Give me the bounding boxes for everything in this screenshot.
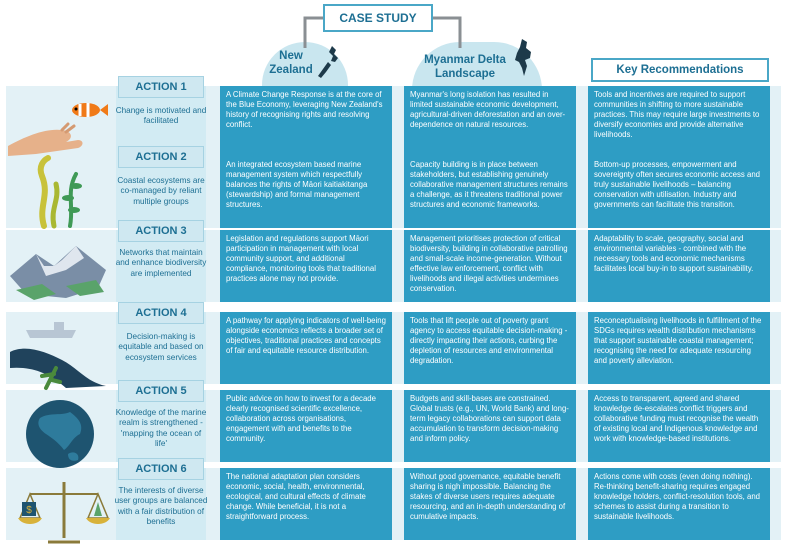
recommendation-cell: Bottom-up processes, empowerment and sov…	[588, 156, 770, 228]
new-zealand-cell: A Climate Change Response is at the core…	[220, 86, 392, 158]
new-zealand-cell: Legislation and regulations support Māor…	[220, 230, 392, 302]
action-label-band	[116, 156, 206, 228]
seaweed-icon	[37, 155, 82, 229]
recommendation-cell: Adaptability to scale, geography, social…	[588, 230, 770, 302]
action-label-band	[116, 230, 206, 302]
new-zealand-header: New Zealand	[269, 50, 313, 76]
new-zealand-cell: A pathway for applying indicators of wel…	[220, 312, 392, 384]
balance-scale-icon: $	[18, 482, 110, 544]
action-label-band	[116, 312, 206, 384]
myanmar-map-icon	[515, 39, 531, 76]
myanmar-cell: Budgets and skill-bases are constrained.…	[404, 390, 576, 462]
action-label: ACTION 6	[118, 458, 204, 480]
action-label-band	[116, 468, 206, 540]
new-zealand-cell: An integrated ecosystem based marine man…	[220, 156, 392, 228]
myanmar-cell: Capacity building is in place between st…	[404, 156, 576, 228]
ship-and-coastline-icon	[10, 322, 106, 390]
recommendation-cell: Tools and incentives are required to sup…	[588, 86, 770, 158]
action-label: ACTION 5	[118, 380, 204, 402]
action-description: Networks that maintain and enhance biodi…	[115, 248, 207, 278]
action-label: ACTION 3	[118, 220, 204, 242]
myanmar-cell: Tools that lift people out of poverty gr…	[404, 312, 576, 384]
svg-text:$: $	[26, 505, 32, 516]
new-zealand-cell: Public advice on how to invest for a dec…	[220, 390, 392, 462]
island-landscape-icon	[10, 246, 106, 300]
action-label: ACTION 1	[118, 76, 204, 98]
action-description: Knowledge of the marine realm is strengt…	[115, 408, 207, 449]
action-label: ACTION 2	[118, 146, 204, 168]
hand-with-clownfish-icon	[8, 103, 108, 156]
case-study-title: CASE STUDY	[323, 4, 433, 32]
recommendation-cell: Access to transparent, agreed and shared…	[588, 390, 770, 462]
case-study-connector	[303, 16, 462, 48]
key-recommendations-header: Key Recommendations	[591, 58, 769, 82]
myanmar-cell: Management prioritises protection of cri…	[404, 230, 576, 302]
new-zealand-map-icon	[318, 46, 338, 78]
globe-icon	[26, 400, 94, 468]
myanmar-cell: Myanmar's long isolation has resulted in…	[404, 86, 576, 158]
new-zealand-cell: The national adaptation plan considers e…	[220, 468, 392, 540]
myanmar-cell: Without good governance, equitable benef…	[404, 468, 576, 540]
action-description: The interests of diverse user groups are…	[114, 486, 208, 527]
action-description: Coastal ecosystems are co-managed by rel…	[117, 176, 205, 206]
action-description: Decision-making is equitable and based o…	[118, 332, 204, 362]
myanmar-header: Myanmar Delta Landscape	[424, 54, 506, 80]
action-label-band	[116, 390, 206, 462]
recommendation-cell: Reconceptualising livelihoods in fulfill…	[588, 312, 770, 384]
action-description: Change is motivated and facilitated	[115, 106, 207, 126]
recommendation-cell: Actions come with costs (even doing noth…	[588, 468, 770, 540]
action-label: ACTION 4	[118, 302, 204, 324]
